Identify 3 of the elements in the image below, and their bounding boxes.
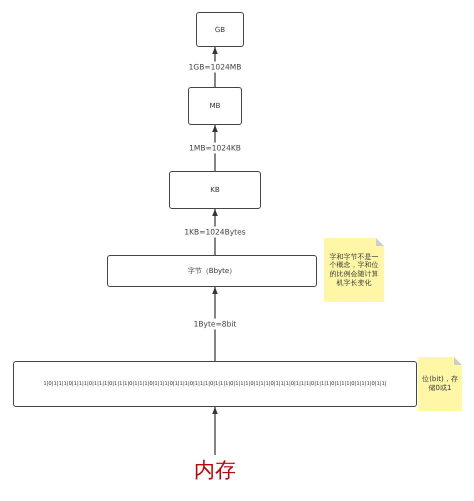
memory-label: 内存 xyxy=(185,455,245,485)
arrow xyxy=(212,287,218,361)
arrow xyxy=(212,407,218,455)
